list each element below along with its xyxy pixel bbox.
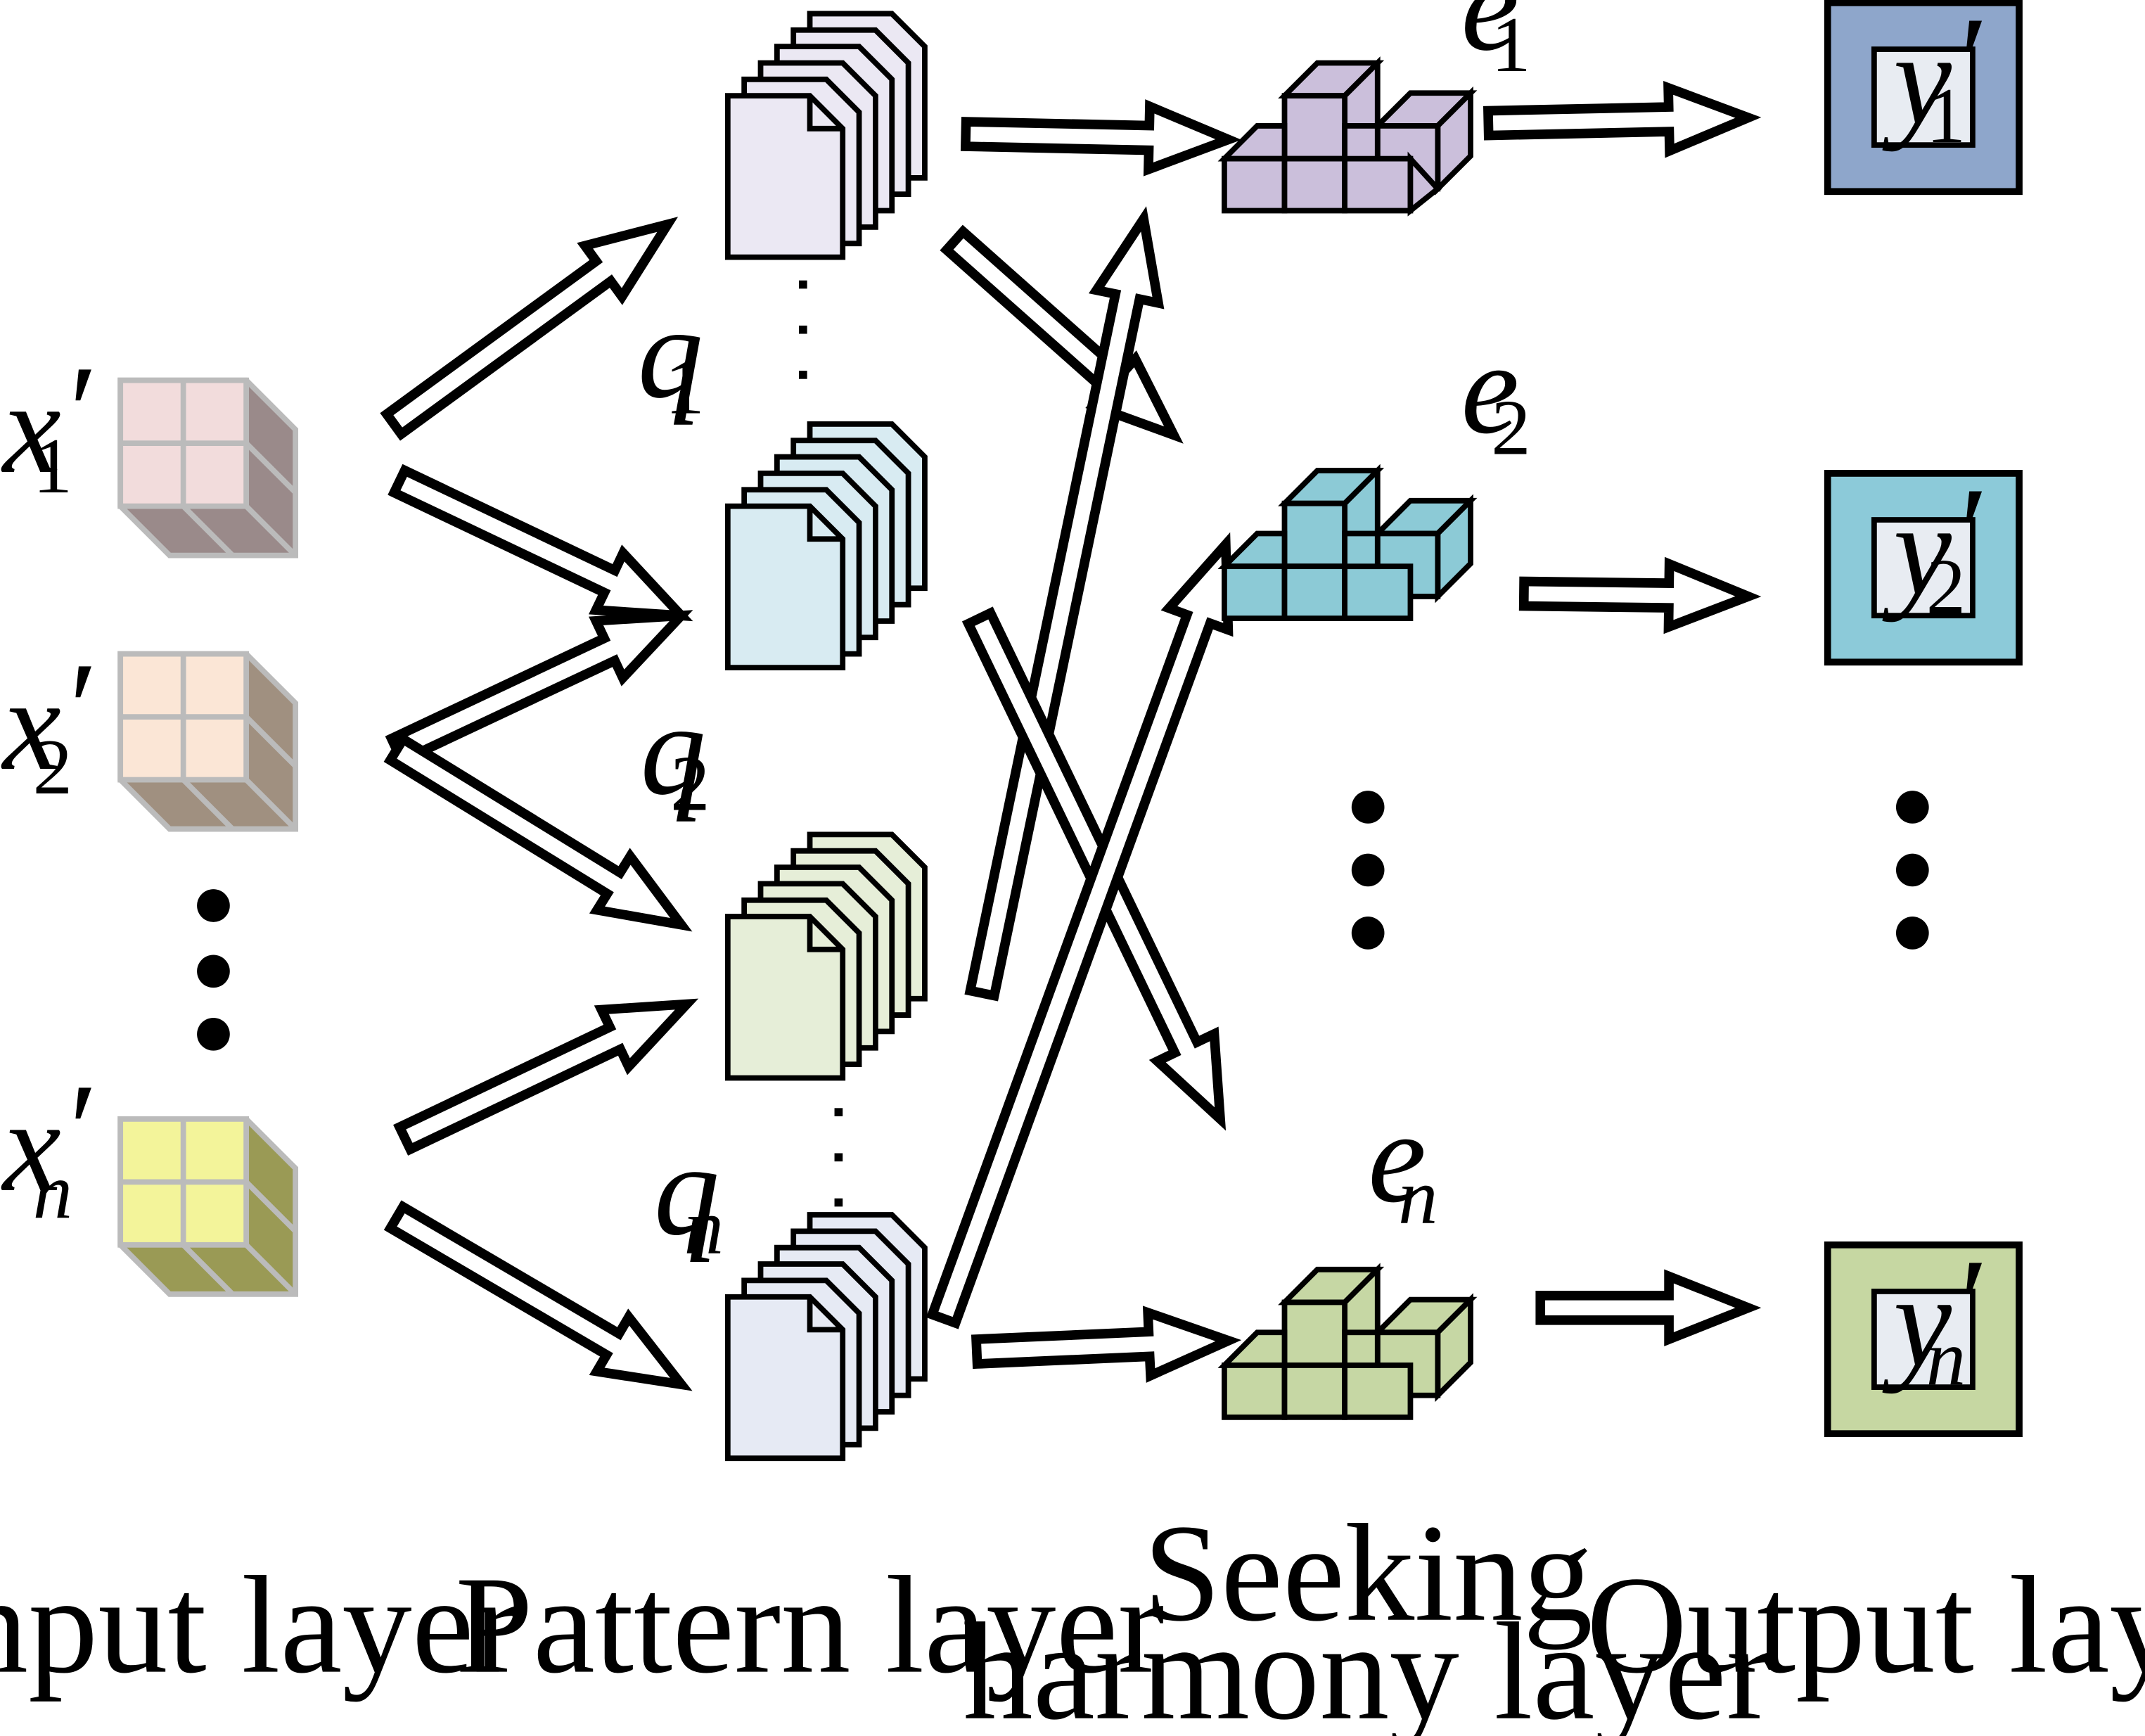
pattern-label-qn-sub: n: [684, 1182, 724, 1270]
connection-arrow: [393, 998, 699, 1156]
harmony-label-e2: e: [1461, 317, 1519, 461]
input-ellipsis-dot: [197, 955, 230, 988]
harmony-label-e2-sub: 2: [1491, 384, 1530, 472]
harmony-ellipsis-dot: [1351, 917, 1385, 950]
svg-text:y′: y′: [1882, 0, 1983, 152]
connection-arrow: [964, 206, 1165, 1002]
pattern-label-q2-sub: 2: [670, 739, 710, 827]
connection-arrow: [960, 99, 1242, 177]
pattern-label-q2: q: [640, 677, 705, 822]
connection-arrow: [385, 610, 693, 767]
input-label-2-sub: 2: [33, 723, 72, 811]
caption-input-layer: Input layer: [0, 1547, 520, 1702]
connection-arrow: [383, 732, 693, 932]
output-node-n: y′ n: [1824, 1233, 2023, 1438]
pattern-ellipsis: [798, 280, 843, 1207]
output-ellipsis-dot: [1895, 917, 1929, 950]
pattern-layer: q 1 q 2 q n: [637, 11, 928, 1462]
connection-arrow: [380, 217, 679, 441]
pattern-stack-n: [724, 1212, 928, 1462]
harmony-node-2: [1217, 464, 1478, 621]
pattern-label-q1: q: [637, 281, 703, 426]
input-node-1: [117, 377, 299, 559]
input-label-2: x′: [1, 637, 92, 798]
input-node-2: [117, 651, 299, 832]
input-layer: x′ 1 x′ 2 x′ n: [1, 340, 299, 1297]
connection-arrows: [380, 80, 1762, 1391]
input-node-n: [117, 1116, 299, 1297]
caption-pattern-layer: Pattern layer: [456, 1547, 1165, 1702]
output-node-1: y′ 1: [1824, 0, 2023, 196]
connection-arrow: [388, 464, 693, 622]
harmony-ellipsis-dot: [1351, 853, 1385, 887]
output-ellipsis-dot: [1895, 853, 1929, 887]
harmony-node-n: [1217, 1263, 1478, 1420]
harmony-label-e1-sub: 1: [1491, 1, 1530, 89]
connection-arrow: [926, 532, 1234, 1329]
connection-arrow: [1518, 556, 1762, 634]
pattern-stack-1: [724, 11, 928, 260]
harmony-node-1: [1217, 56, 1478, 217]
input-label-n-sub: n: [33, 1147, 72, 1235]
pattern-stack-3: [724, 831, 928, 1081]
input-label-1-sub: 1: [33, 422, 72, 510]
connection-arrow: [971, 1306, 1242, 1383]
output-layer: y′ 1 y′ 2 y′ n: [1824, 0, 2023, 1438]
input-label-n: x′: [1, 1058, 92, 1219]
output-node-2: y′ 2: [1824, 461, 2023, 666]
pattern-label-q1-sub: 1: [665, 343, 704, 430]
harmony-ellipsis-dot: [1351, 791, 1385, 824]
caption-output-layer: Output layer: [1587, 1547, 2145, 1702]
harmony-layer: e 1 e 2 e n: [1217, 0, 1531, 1420]
output-ellipsis-dot: [1895, 791, 1929, 824]
input-label-1: x′: [1, 340, 92, 501]
pattern-label-qn: q: [654, 1118, 719, 1263]
svg-text:2: 2: [1926, 542, 1966, 630]
harmony-label-en-sub: n: [1398, 1153, 1438, 1241]
connection-arrow: [1483, 80, 1762, 158]
connection-arrow: [1535, 1269, 1762, 1347]
connection-arrow: [383, 1200, 693, 1391]
caption-harmony-layer-line1: Seeking: [1144, 1495, 1593, 1650]
svg-text:1: 1: [1926, 72, 1966, 160]
pattern-stack-2: [724, 421, 928, 670]
harmony-label-e1: e: [1461, 0, 1519, 78]
svg-text:n: n: [1926, 1314, 1966, 1402]
input-ellipsis-dot: [197, 1017, 230, 1051]
caption-harmony-layer-line2: harmony layer: [963, 1594, 1772, 1736]
svg-text:y′: y′: [1882, 1233, 1983, 1394]
svg-text:y′: y′: [1882, 461, 1983, 623]
harmony-label-en: e: [1368, 1085, 1426, 1230]
input-ellipsis-dot: [197, 889, 230, 922]
